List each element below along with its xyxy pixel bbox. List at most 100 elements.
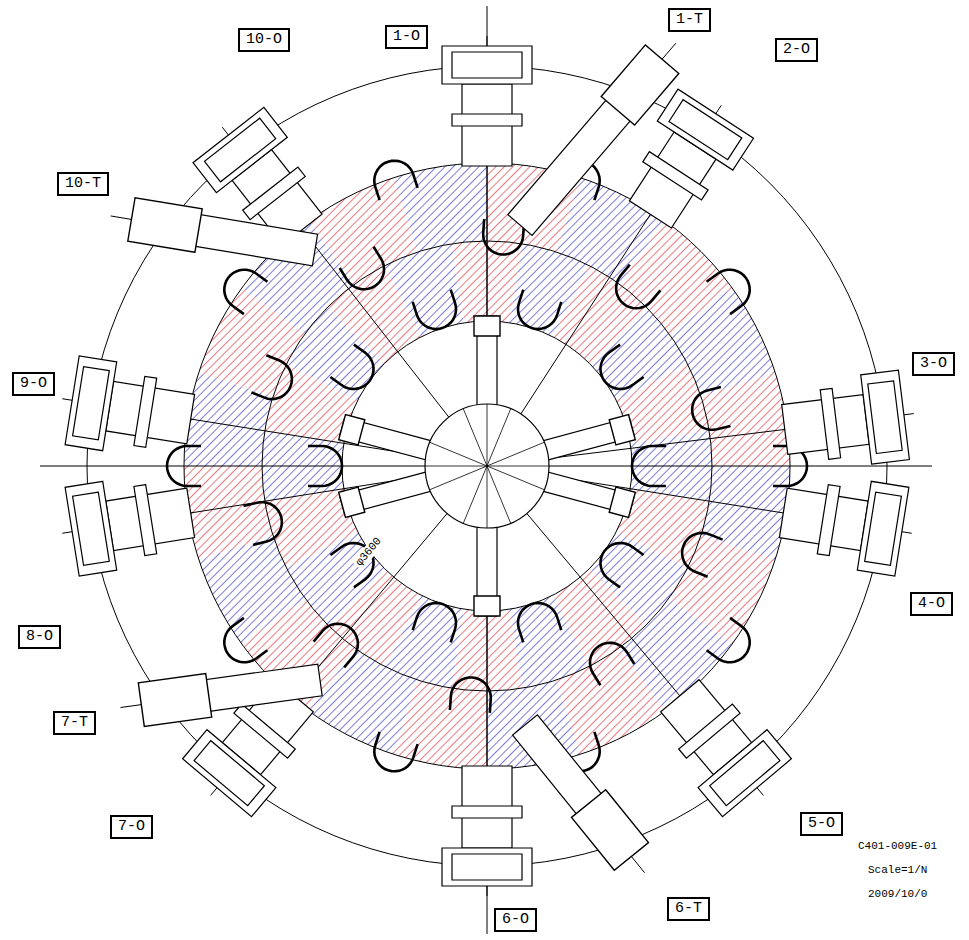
hatched-sector <box>510 595 589 688</box>
port-label-box: 10-O <box>238 28 290 52</box>
port-box-inner <box>865 492 902 565</box>
coil-outline <box>314 624 358 668</box>
port-label: 3-O <box>920 355 947 372</box>
inner-port-flange <box>339 415 365 445</box>
port-axis <box>211 513 448 795</box>
port-flange <box>134 376 157 447</box>
date-note: 2009/10/0 <box>868 888 927 901</box>
coil-outline <box>682 533 723 577</box>
port-label-box: 8-O <box>18 625 61 649</box>
coil-outline <box>483 219 524 254</box>
coil-outline <box>632 446 666 486</box>
port-box <box>128 198 202 253</box>
port-flange <box>679 704 740 758</box>
coil-outline <box>374 161 417 201</box>
coil-outline <box>707 618 750 662</box>
coil-outline <box>224 270 267 314</box>
port-axis <box>222 127 449 417</box>
port-box <box>857 481 909 576</box>
inner-port-flange <box>339 487 365 517</box>
port-label: 1-O <box>393 28 420 45</box>
port-label-box: 2-O <box>775 38 818 62</box>
coil-outline <box>601 543 644 587</box>
hatched-sector <box>701 372 790 466</box>
coil-outline <box>244 502 282 545</box>
port-label: 7-O <box>118 818 145 835</box>
port-label-box: 7-T <box>53 711 96 735</box>
port-box <box>193 107 287 192</box>
port-box <box>657 89 753 170</box>
coil-outline <box>692 387 730 430</box>
port-flange <box>820 388 840 459</box>
port-flange <box>452 806 522 818</box>
port-box <box>65 356 117 451</box>
inner-port-flange <box>474 316 500 336</box>
inner-port-flange <box>609 487 635 517</box>
port-label-box: 1-T <box>668 8 711 32</box>
port-box <box>442 46 532 84</box>
inner-port-flange <box>609 415 635 445</box>
port-box <box>601 45 679 125</box>
port-box-inner <box>205 118 276 182</box>
port-label: 6-T <box>675 900 702 917</box>
port-label-box: 10-T <box>57 172 109 196</box>
port-flange <box>234 704 295 758</box>
coil-outline <box>251 355 292 399</box>
port-label-box: 5-O <box>800 812 843 836</box>
port-flange <box>134 485 157 556</box>
port-box <box>183 730 276 817</box>
center-line <box>40 466 932 467</box>
port-label-box: 3-O <box>912 352 955 376</box>
port-label: 8-O <box>26 628 53 645</box>
coil-outline <box>224 618 267 662</box>
port-box <box>698 730 791 817</box>
port-flange <box>243 167 306 220</box>
scale-note: Scale=1/N <box>868 864 927 877</box>
coil-outline <box>450 678 491 713</box>
hub-circle <box>425 404 549 528</box>
port-label: 10-T <box>65 175 101 192</box>
coil-outline <box>518 603 561 643</box>
coil-outline <box>601 345 644 389</box>
port-box-inner <box>868 381 902 454</box>
coil-outline <box>590 643 634 685</box>
coil-outline <box>616 265 660 309</box>
port-box <box>442 848 532 886</box>
port-label: 4-O <box>918 595 945 612</box>
port-box-inner <box>73 367 110 440</box>
coil-outline <box>707 270 750 314</box>
coil-outline <box>330 345 373 389</box>
port-outlines <box>65 43 909 886</box>
port-flange <box>643 152 708 200</box>
coil-outline <box>413 290 456 330</box>
port-box-inner <box>194 741 264 806</box>
coil-outline <box>308 446 342 486</box>
port-flange <box>817 485 840 556</box>
port-label-box: 6-O <box>494 908 537 932</box>
port-label-box: 4-O <box>910 592 953 616</box>
port-label-box: 6-T <box>667 897 710 921</box>
port-label-box: 9-O <box>12 372 55 396</box>
coil-outline <box>374 732 417 772</box>
port-box-inner <box>669 100 742 160</box>
hub-line <box>425 466 549 467</box>
port-box-inner <box>73 492 110 565</box>
port-label: 9-O <box>20 375 47 392</box>
hatched-sector <box>184 466 273 560</box>
center-lines <box>40 6 932 934</box>
port-box <box>572 790 649 871</box>
port-box <box>138 674 211 727</box>
port-label: 6-O <box>502 911 529 928</box>
center-hub <box>339 316 636 616</box>
hatched-sector <box>385 244 464 337</box>
drawing-number: C401-009E-01 <box>858 840 937 853</box>
port-box <box>861 370 910 464</box>
port-flange <box>452 114 522 126</box>
hatched-sector <box>393 163 487 252</box>
port-label: 10-O <box>246 31 282 48</box>
port-box <box>65 481 117 576</box>
port-label: 2-O <box>783 41 810 58</box>
coil-outline <box>167 446 201 486</box>
coil-outline <box>518 290 561 330</box>
